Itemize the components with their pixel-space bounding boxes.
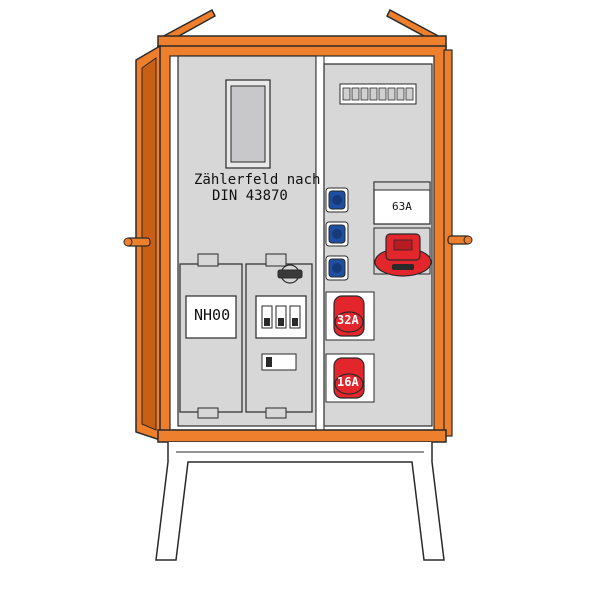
cee-socket-icon [325,353,375,403]
breaker-63a-panel [373,181,431,225]
breaker-block [255,295,307,339]
schuko-socket-icon [325,187,349,213]
center-divider [315,55,325,431]
socket-16a-label: 16A [337,375,359,389]
roof-lid [157,8,447,49]
fuse-cover-plate [179,253,243,419]
rotary-switch-icon [277,264,303,284]
cee-socket-icon [325,291,375,341]
mcb-strip [339,83,417,105]
meter-field-label-line1: Zählerfeld nach [194,172,321,188]
cee-socket-icon [373,227,432,277]
door-handle-right [447,235,473,245]
small-terminal [261,353,297,371]
breaker-63a-label: 63A [392,200,412,213]
meter-field-label-line2: DIN 43870 [212,188,288,204]
meter-window [225,79,271,169]
door-handle-left [123,237,151,247]
schuko-socket-icon [325,255,349,281]
fuse-label: NH00 [194,306,231,324]
schuko-socket-icon [325,221,349,247]
base-frame [155,429,447,561]
socket-32a-label: 32A [337,313,359,327]
